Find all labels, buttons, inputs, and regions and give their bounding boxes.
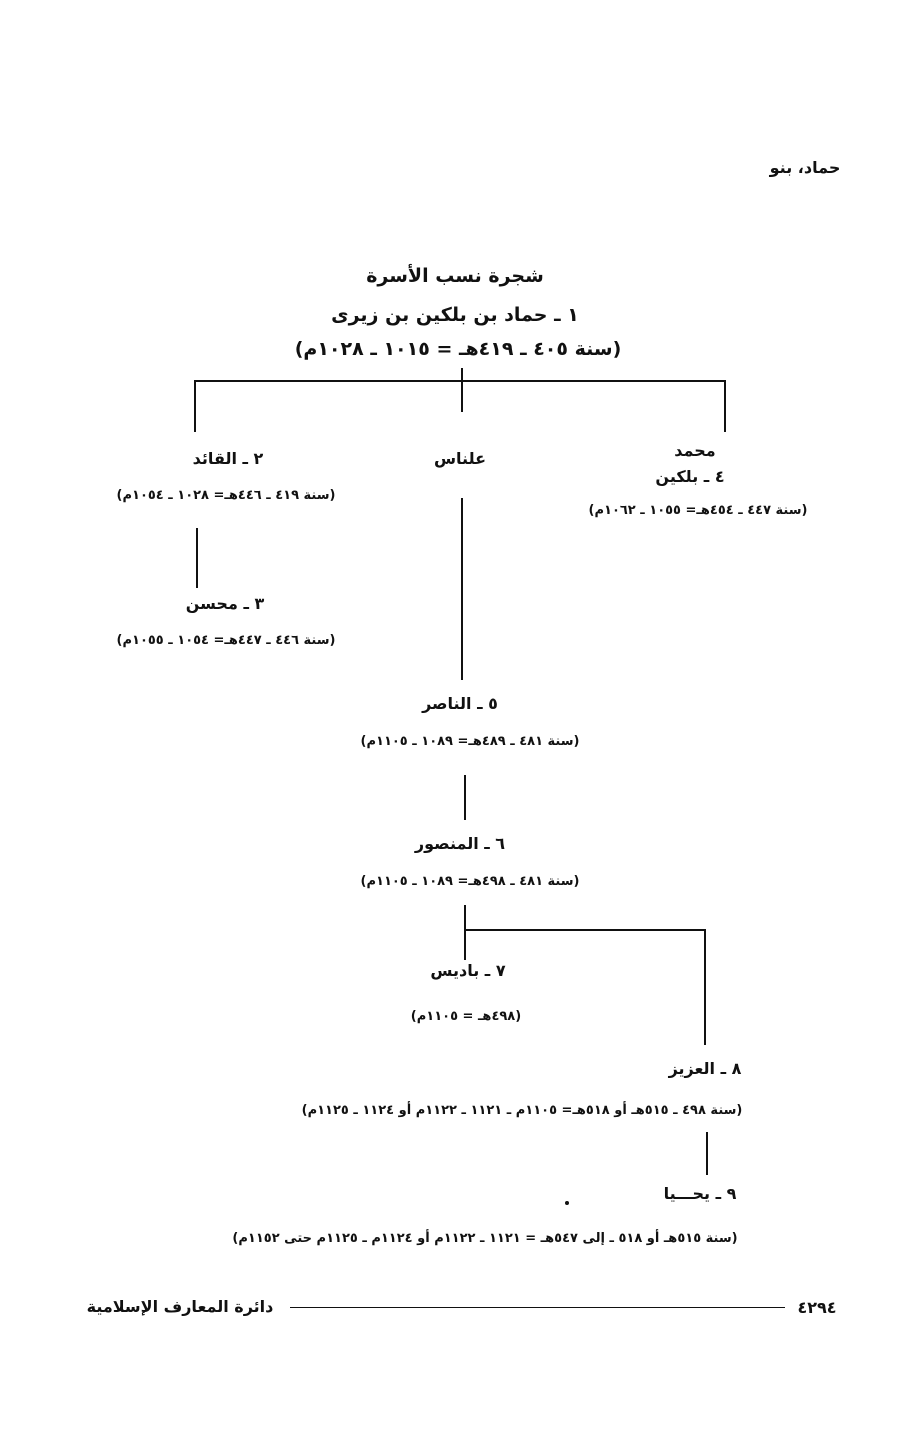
connector [461, 368, 463, 412]
alnas-name: علناس [433, 449, 487, 468]
yahya-dates: (سنة ٥١٥هـ أو ٥١٨ ـ إلى ٥٤٧هـ = ١١٢١ ـ ١… [232, 1231, 738, 1246]
buluggin-name: ٤ ـ بلكين [655, 467, 725, 486]
footer-rule [290, 1307, 785, 1308]
connector [464, 929, 706, 931]
tree-title: شجرة نسب الأسرة [366, 265, 544, 287]
root-name: ١ ـ حماد بن بلكين بن زيرى [331, 304, 579, 326]
qaid-name: ٢ ـ القائد [192, 449, 264, 468]
qaid-dates: (سنة ٤١٩ ـ ٤٤٦هـ= ١٠٢٨ ـ ١٠٥٤م) [116, 488, 336, 503]
muhsin-name: ٣ ـ محسن [185, 594, 265, 613]
muhsin-dates: (سنة ٤٤٦ ـ ٤٤٧هـ= ١٠٥٤ ـ ١٠٥٥م) [116, 633, 336, 648]
connector [196, 528, 198, 588]
connector [194, 380, 196, 432]
connector [464, 775, 466, 820]
connector [194, 380, 726, 382]
aziz-dates: (سنة ٤٩٨ ـ ٥١٥هـ أو ٥١٨هـ= ١١٠٥م ـ ١١٢١ … [301, 1103, 743, 1118]
mansur-name: ٦ ـ المنصور [414, 834, 506, 853]
connector [464, 905, 466, 960]
publication-title: دائرة المعارف الإسلامية [86, 1297, 274, 1316]
connector [704, 929, 706, 1045]
connector [461, 498, 463, 680]
yahya-name: ٩ ـ يحـــيا [663, 1184, 737, 1203]
connector [724, 380, 726, 432]
root-dates: (سنة ٤٠٥ ـ ٤١٩هـ = ١٠١٥ ـ ١٠٢٨م) [294, 338, 622, 360]
page-number: ٤٢٩٤ [797, 1298, 837, 1317]
connector [706, 1132, 708, 1175]
mansur-dates: (سنة ٤٨١ ـ ٤٩٨هـ= ١٠٨٩ ـ ١١٠٥م) [360, 874, 580, 889]
ink-dot [565, 1201, 569, 1205]
muhammad-name: محمد [674, 441, 716, 460]
aziz-name: ٨ ـ العزيز [668, 1059, 742, 1078]
buluggin-dates: (سنة ٤٤٧ ـ ٤٥٤هـ= ١٠٥٥ ـ ١٠٦٢م) [588, 503, 808, 518]
badis-dates: (٤٩٨هـ = ١١٠٥م) [410, 1009, 522, 1024]
running-title: حماد، بنو [769, 158, 841, 177]
badis-name: ٧ ـ باديس [430, 961, 506, 980]
nasir-name: ٥ ـ الناصر [422, 694, 498, 713]
nasir-dates: (سنة ٤٨١ ـ ٤٨٩هـ= ١٠٨٩ ـ ١١٠٥م) [360, 734, 580, 749]
